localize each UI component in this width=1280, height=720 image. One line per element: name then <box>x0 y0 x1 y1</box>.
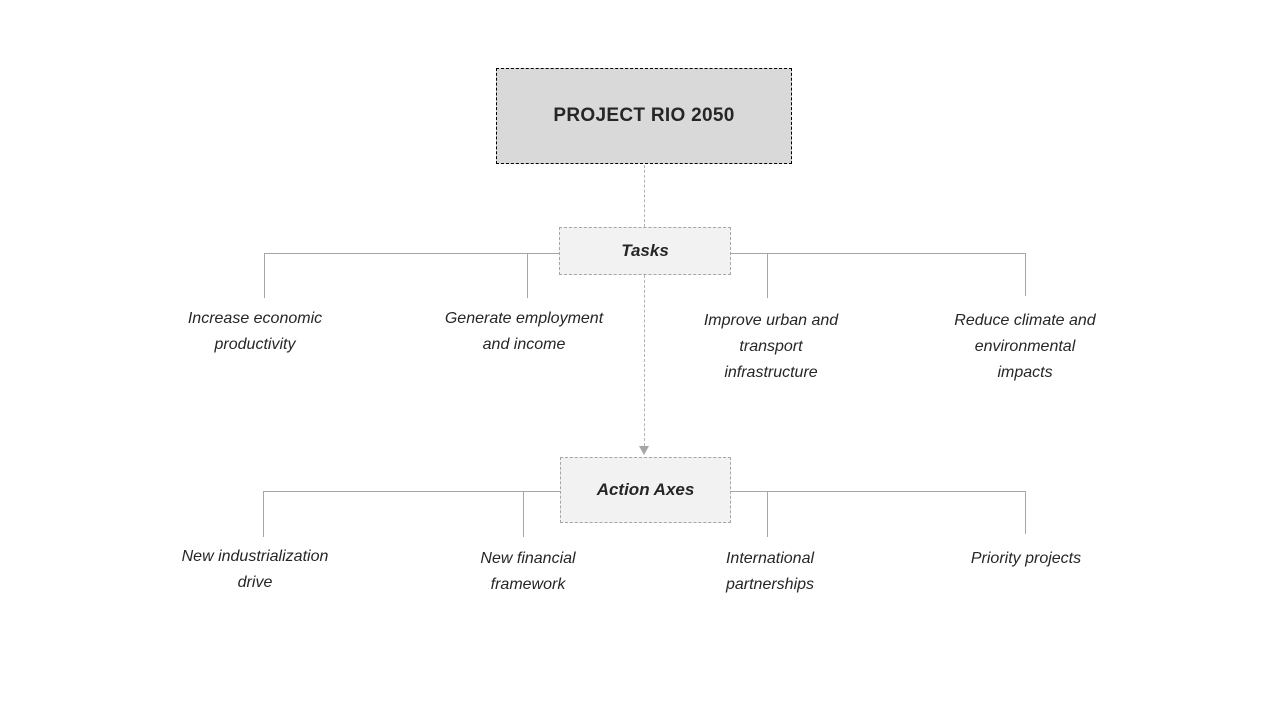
leaf-international-partnerships: International partnerships <box>725 550 815 593</box>
arrow-down-icon <box>639 446 649 455</box>
leaf-improve-urban-transport-infrastructure: Improve urban and transport infrastructu… <box>703 312 839 381</box>
action-axes-branch-drop-1 <box>263 491 264 537</box>
action-axes-branch-drop-3 <box>767 491 768 537</box>
node-tasks: Tasks <box>559 227 731 275</box>
connector-tasks-to-action-axes <box>644 275 645 446</box>
node-action-axes-title: Action Axes <box>596 480 695 499</box>
tasks-branch-drop-1 <box>264 253 265 298</box>
action-axes-branch-drop-4 <box>1025 491 1026 534</box>
root-node-project-rio-2050: PROJECT RIO 2050 <box>496 68 792 164</box>
leaf-increase-economic-productivity: Increase economic productivity <box>187 310 323 353</box>
leaf-new-industrialization-drive: New industrialization drive <box>181 548 329 591</box>
node-tasks-title: Tasks <box>621 241 669 260</box>
leaf-new-financial-framework: New financial framework <box>480 550 576 593</box>
tasks-branch-drop-4 <box>1025 253 1026 296</box>
leaf-reduce-climate-environmental-impacts: Reduce climate and environmental impacts <box>954 312 1096 381</box>
action-axes-branch-drop-2 <box>523 491 524 537</box>
root-node-title: PROJECT RIO 2050 <box>553 105 735 126</box>
tasks-branch-drop-3 <box>767 253 768 298</box>
leaf-generate-employment-and-income: Generate employment and income <box>444 310 604 353</box>
tasks-branch-drop-2 <box>527 253 528 298</box>
leaf-priority-projects: Priority projects <box>970 550 1082 567</box>
connector-root-to-tasks <box>644 165 645 227</box>
node-action-axes: Action Axes <box>560 457 731 523</box>
